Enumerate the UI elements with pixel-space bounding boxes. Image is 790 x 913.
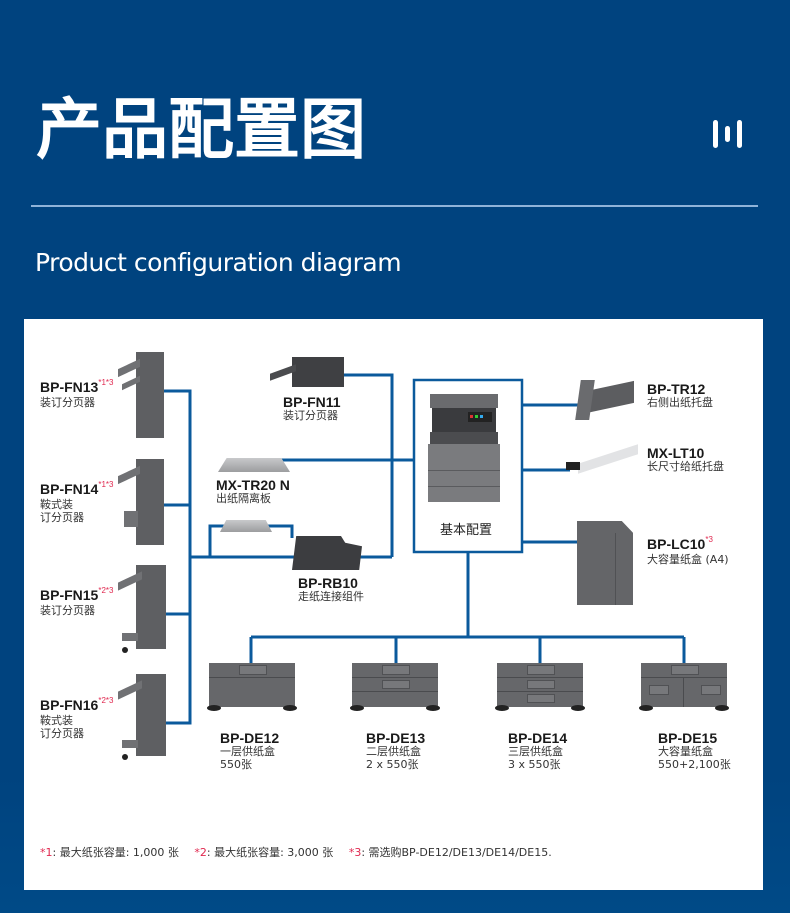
- device-image-mfp: [428, 392, 500, 504]
- device-image-bp-tr12: [575, 380, 636, 424]
- label-mx-tr20n: MX-TR20 N 出纸隔离板: [216, 477, 290, 506]
- label-bp-de14: BP-DE14 三层供纸盒 3 x 550张: [508, 730, 567, 771]
- foot-icon: [715, 705, 729, 711]
- label-bp-de15: BP-DE15 大容量纸盒 550+2,100张: [658, 730, 731, 771]
- footnote-1: *1: 最大纸张容量: 1,000 张: [40, 846, 179, 859]
- page-title: 产品配置图: [36, 91, 366, 168]
- model-name: BP-DE15: [658, 730, 718, 746]
- model-description: 大容量纸盒: [658, 745, 713, 759]
- footnote-marker: *1*3: [98, 378, 114, 387]
- model-description: 出纸隔离板: [216, 492, 271, 506]
- label-bp-fn15: BP-FN15*2*3 装订分页器: [40, 586, 114, 618]
- model-description: 一层供纸盒: [220, 745, 275, 759]
- bars-icon: [712, 118, 744, 150]
- model-description: 鞍式装: [40, 714, 73, 728]
- footnote-marker: *3: [705, 535, 713, 544]
- foot-icon: [426, 705, 440, 711]
- model-description: 订分页器: [40, 511, 84, 525]
- model-description: 大容量纸盒 (A4): [647, 553, 729, 567]
- model-capacity: 3 x 550张: [508, 757, 561, 771]
- model-description: 走纸连接组件: [298, 590, 364, 604]
- footnote-text: : 最大纸张容量: 1,000 张: [52, 846, 179, 859]
- page-subtitle: Product configuration diagram: [35, 248, 402, 277]
- device-image-bp-fn16: [118, 672, 168, 760]
- footnote-text: : 最大纸张容量: 3,000 张: [206, 846, 334, 859]
- model-name: BP-FN13: [40, 379, 99, 395]
- device-image-bp-fn13: [118, 350, 166, 440]
- label-bp-rb10: BP-RB10 走纸连接组件: [298, 575, 364, 604]
- model-capacity: 550+2,100张: [658, 757, 731, 771]
- label-bp-tr12: BP-TR12 右侧出纸托盘: [647, 381, 713, 410]
- model-capacity: 2 x 550张: [366, 757, 419, 771]
- device-image-small-tray: [220, 518, 274, 534]
- label-bp-fn11: BP-FN11 装订分页器: [283, 394, 341, 423]
- footnote-marker: *2: [194, 846, 207, 859]
- device-image-bp-fn11: [270, 355, 346, 389]
- footnote-marker: *1*3: [98, 480, 114, 489]
- model-description: 右侧出纸托盘: [647, 396, 713, 410]
- model-description: 长尺寸给纸托盘: [647, 460, 724, 474]
- model-description: 订分页器: [40, 727, 84, 741]
- footnote-3: *3: 需选购BP-DE12/DE13/DE14/DE15.: [349, 846, 552, 859]
- device-image-bp-de12: [209, 663, 295, 707]
- base-config-label: 基本配置: [440, 523, 493, 538]
- model-description: 三层供纸盒: [508, 745, 563, 759]
- foot-icon: [350, 705, 364, 711]
- label-bp-lc10: BP-LC10*3 大容量纸盒 (A4): [647, 535, 729, 567]
- header-divider: [31, 205, 758, 207]
- model-description: 装订分页器: [283, 409, 338, 423]
- foot-icon: [495, 705, 509, 711]
- model-name: MX-LT10: [647, 445, 705, 461]
- foot-icon: [283, 705, 297, 711]
- model-name: BP-LC10: [647, 536, 706, 552]
- label-bp-fn13: BP-FN13*1*3 装订分页器: [40, 378, 114, 410]
- model-name: BP-FN14: [40, 481, 99, 497]
- model-name: BP-FN11: [283, 394, 341, 410]
- device-image-bp-rb10: [292, 534, 364, 570]
- device-image-bp-lc10: [577, 521, 635, 605]
- label-bp-de12: BP-DE12 一层供纸盒 550张: [220, 730, 279, 771]
- foot-icon: [639, 705, 653, 711]
- footnote-text: : 需选购BP-DE12/DE13/DE14/DE15.: [361, 846, 552, 859]
- device-image-bp-de14: [497, 663, 583, 707]
- model-name: BP-FN16: [40, 697, 99, 713]
- foot-icon: [571, 705, 585, 711]
- label-mx-lt10: MX-LT10 长尺寸给纸托盘: [647, 445, 724, 474]
- label-bp-de13: BP-DE13 二层供纸盒 2 x 550张: [366, 730, 425, 771]
- model-name: BP-DE12: [220, 730, 280, 746]
- foot-icon: [207, 705, 221, 711]
- model-name: BP-RB10: [298, 575, 358, 591]
- model-name: BP-DE13: [366, 730, 426, 746]
- device-image-bp-fn15: [118, 563, 168, 653]
- device-image-mx-tr20n: [218, 452, 292, 474]
- model-name: BP-DE14: [508, 730, 568, 746]
- label-bp-fn16: BP-FN16*2*3 鞍式装 订分页器: [40, 696, 114, 741]
- label-bp-fn14: BP-FN14*1*3 鞍式装 订分页器: [40, 480, 114, 525]
- footnote-2: *2: 最大纸张容量: 3,000 张: [194, 846, 333, 859]
- footnote-marker: *3: [348, 846, 362, 859]
- model-description: 鞍式装: [40, 498, 73, 512]
- model-name: BP-TR12: [647, 381, 706, 397]
- model-name: MX-TR20 N: [216, 477, 290, 493]
- footnote-marker: *1: [40, 846, 53, 859]
- model-name: BP-FN15: [40, 587, 99, 603]
- device-image-bp-fn14: [118, 457, 166, 547]
- footnote-marker: *2*3: [98, 586, 114, 595]
- footnotes: *1: 最大纸张容量: 1,000 张 *2: 最大纸张容量: 3,000 张 …: [40, 844, 564, 860]
- device-image-bp-de15: [641, 663, 727, 707]
- model-description: 装订分页器: [40, 396, 95, 410]
- footnote-marker: *2*3: [98, 696, 114, 705]
- model-capacity: 550张: [220, 757, 252, 771]
- model-description: 二层供纸盒: [366, 745, 421, 759]
- device-image-bp-de13: [352, 663, 438, 707]
- device-image-mx-lt10: [562, 444, 642, 476]
- model-description: 装订分页器: [40, 604, 95, 618]
